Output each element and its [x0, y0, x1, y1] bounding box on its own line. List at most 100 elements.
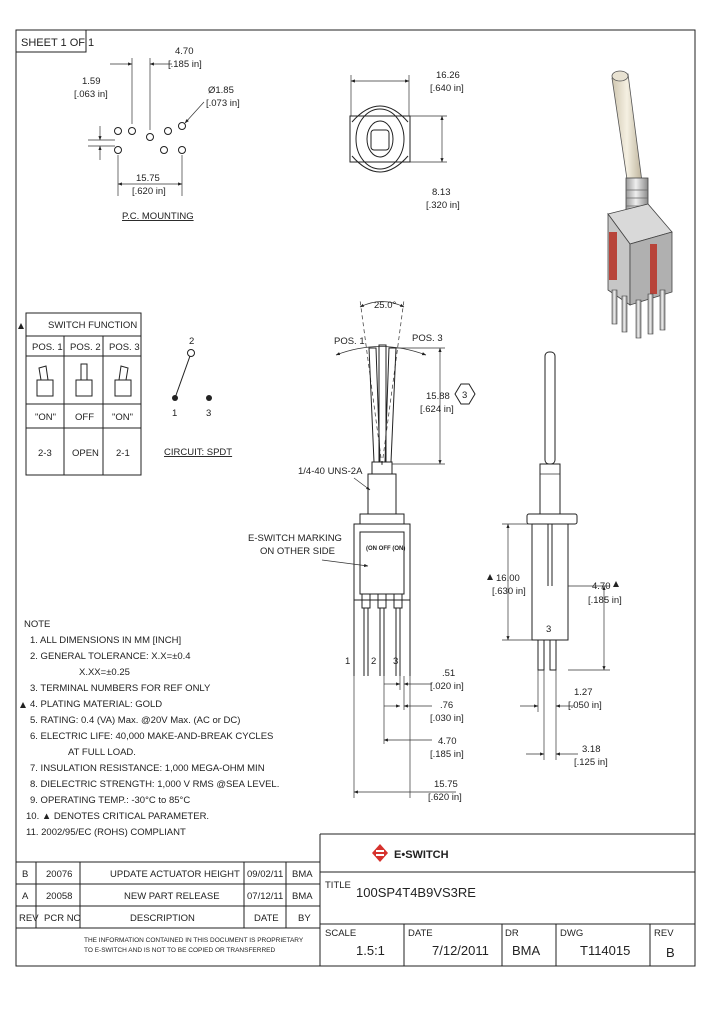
rev-row2-by: BMA	[292, 891, 313, 902]
note-flag-number: 3	[462, 390, 467, 401]
side-len-dim-in: [.125 in]	[574, 757, 608, 768]
title-label: TITLE	[325, 880, 351, 891]
top-width-dim-in: [.640 in]	[430, 83, 464, 94]
rev-row1-rev: B	[22, 869, 28, 880]
top-height-dim: 8.13	[432, 187, 451, 198]
dwg-value: T114015	[580, 943, 630, 958]
pcm-label: P.C. MOUNTING	[122, 211, 194, 222]
front-pitch-dim: 4.70	[438, 736, 457, 747]
pcm-pitch-dim: 4.70	[175, 46, 194, 57]
switch-function-title: SWITCH FUNCTION	[48, 320, 137, 331]
date-value: 7/12/2011	[432, 943, 489, 958]
sf-state-pos2: OFF	[75, 412, 94, 423]
date-label: DATE	[408, 928, 433, 939]
circuit-terminal-2: 2	[189, 336, 194, 347]
switch-face-marking: (ON OFF (ON)	[366, 546, 405, 552]
rev-row1-date: 09/02/11	[247, 869, 283, 880]
part-number-title: 100SP4T4B9VS3RE	[356, 885, 476, 900]
note-6-cont: AT FULL LOAD.	[68, 747, 136, 758]
critical-mark-icon	[613, 581, 619, 587]
company-name: E•SWITCH	[394, 849, 449, 861]
note-10: 10. ▲ DENOTES CRITICAL PARAMETER.	[26, 811, 209, 822]
side-height-dim-in: [.630 in]	[492, 586, 526, 597]
lever-height-dim-in: [.624 in]	[420, 404, 454, 415]
disclaimer-line1: THE INFORMATION CONTAINED IN THIS DOCUME…	[84, 937, 304, 944]
sheet-label-box	[15, 29, 87, 53]
note-4: 4. PLATING MATERIAL: GOLD	[30, 699, 162, 710]
side-pin-dim-in: [.185 in]	[588, 595, 622, 606]
pcm-hole-dim: 1.59	[82, 76, 101, 87]
sf-header-pos2: POS. 2	[70, 342, 101, 353]
rev-header-pcr: PCR NO	[44, 913, 81, 924]
note-7: 7. INSULATION RESISTANCE: 1,000 MEGA-OHM…	[30, 763, 265, 774]
marking-callout-line1: E-SWITCH MARKING	[248, 533, 342, 544]
note-3: 3. TERMINAL NUMBERS FOR REF ONLY	[30, 683, 211, 694]
pcm-dia-dim-in: [.073 in]	[206, 98, 240, 109]
sf-conn-pos3: 2-1	[116, 448, 130, 459]
pcm-dia-dim: Ø1.85	[208, 85, 234, 96]
switch-function-table	[25, 312, 142, 476]
sf-conn-pos2: OPEN	[72, 448, 99, 459]
circuit-terminal-3: 3	[206, 408, 211, 419]
notes-block: NOTE 1. ALL DIMENSIONS IN MM [INCH] 2. G…	[20, 619, 279, 838]
sf-header-pos1: POS. 1	[32, 342, 63, 353]
pcm-pitch-dim-in: [.185 in]	[168, 59, 202, 70]
isometric-render	[607, 70, 673, 339]
note-8: 8. DIELECTRIC STRENGTH: 1,000 V RMS @SEA…	[30, 779, 279, 790]
thread-callout: 1/4-40 UNS-2A	[298, 466, 363, 477]
scale-value: 1.5:1	[356, 943, 385, 958]
sheet-label: SHEET 1 OF 1	[21, 37, 94, 49]
note-1: 1. ALL DIMENSIONS IN MM [INCH]	[30, 635, 181, 646]
rev-row2-rev: A	[22, 891, 29, 902]
circuit-diagram	[172, 349, 212, 401]
note-11: 11. 2002/95/EC (ROHS) COMPLIANT	[26, 827, 186, 838]
pin-thick-dim-in: [.030 in]	[430, 713, 464, 724]
rev-header-by: BY	[298, 913, 311, 924]
note-9: 9. OPERATING TEMP.: -30°C to 85°C	[30, 795, 190, 806]
side-pin-label: 3	[546, 624, 551, 635]
e-switch-logo-icon	[372, 844, 388, 862]
note-5: 5. RATING: 0.4 (VA) Max. @20V Max. (AC o…	[30, 715, 240, 726]
pin-width-dim-in: [.020 in]	[430, 681, 464, 692]
pcm-width-dim-in: [.620 in]	[132, 186, 166, 197]
pin-1-label: 1	[345, 656, 350, 667]
front-width-dim: 15.75	[434, 779, 458, 790]
side-pin-dim: 4.70	[592, 581, 611, 592]
marking-callout-line2: ON OTHER SIDE	[260, 546, 335, 557]
top-view	[349, 75, 447, 173]
disclaimer-line2: TO E-SWITCH AND IS NOT TO BE COPIED OR T…	[84, 947, 275, 954]
drawn-by-value: BMA	[512, 943, 541, 958]
notes-title: NOTE	[24, 619, 50, 630]
rev-header-rev: REV	[19, 913, 39, 924]
revision-table	[15, 834, 321, 966]
side-pin-w-dim-in: [.050 in]	[568, 700, 602, 711]
note-6: 6. ELECTRIC LIFE: 40,000 MAKE-AND-BREAK …	[30, 731, 273, 742]
rev-header-desc: DESCRIPTION	[130, 913, 195, 924]
lever-height-dim: 15.88	[426, 391, 450, 402]
top-height-dim-in: [.320 in]	[426, 200, 460, 211]
rev-row1-pcr: 20076	[46, 869, 72, 880]
sf-conn-pos1: 2-3	[38, 448, 52, 459]
rev-row1-desc: UPDATE ACTUATOR HEIGHT	[110, 869, 240, 880]
front-width-dim-in: [.620 in]	[428, 792, 462, 803]
rev-row2-desc: NEW PART RELEASE	[124, 891, 220, 902]
rev-row2-pcr: 20058	[46, 891, 72, 902]
pin-thick-dim: .76	[440, 700, 453, 711]
sf-state-pos1: "ON"	[35, 412, 56, 423]
note-2: 2. GENERAL TOLERANCE: X.X=±0.4	[30, 651, 191, 662]
side-height-dim: 16.00	[496, 573, 520, 584]
pcm-hole-dim-in: [.063 in]	[74, 89, 108, 100]
dwg-label: DWG	[560, 928, 583, 939]
scale-label: SCALE	[325, 928, 356, 939]
front-pitch-dim-in: [.185 in]	[430, 749, 464, 760]
top-width-dim: 16.26	[436, 70, 460, 81]
pc-mounting-view	[88, 58, 205, 196]
pin-width-dim: .51	[442, 668, 455, 679]
pcm-width-dim: 15.75	[136, 173, 160, 184]
critical-mark-icon	[487, 574, 493, 580]
pos3-label: POS. 3	[412, 333, 443, 344]
sf-state-pos3: "ON"	[112, 412, 133, 423]
rev-header-date: DATE	[254, 913, 279, 924]
side-view	[502, 351, 610, 760]
